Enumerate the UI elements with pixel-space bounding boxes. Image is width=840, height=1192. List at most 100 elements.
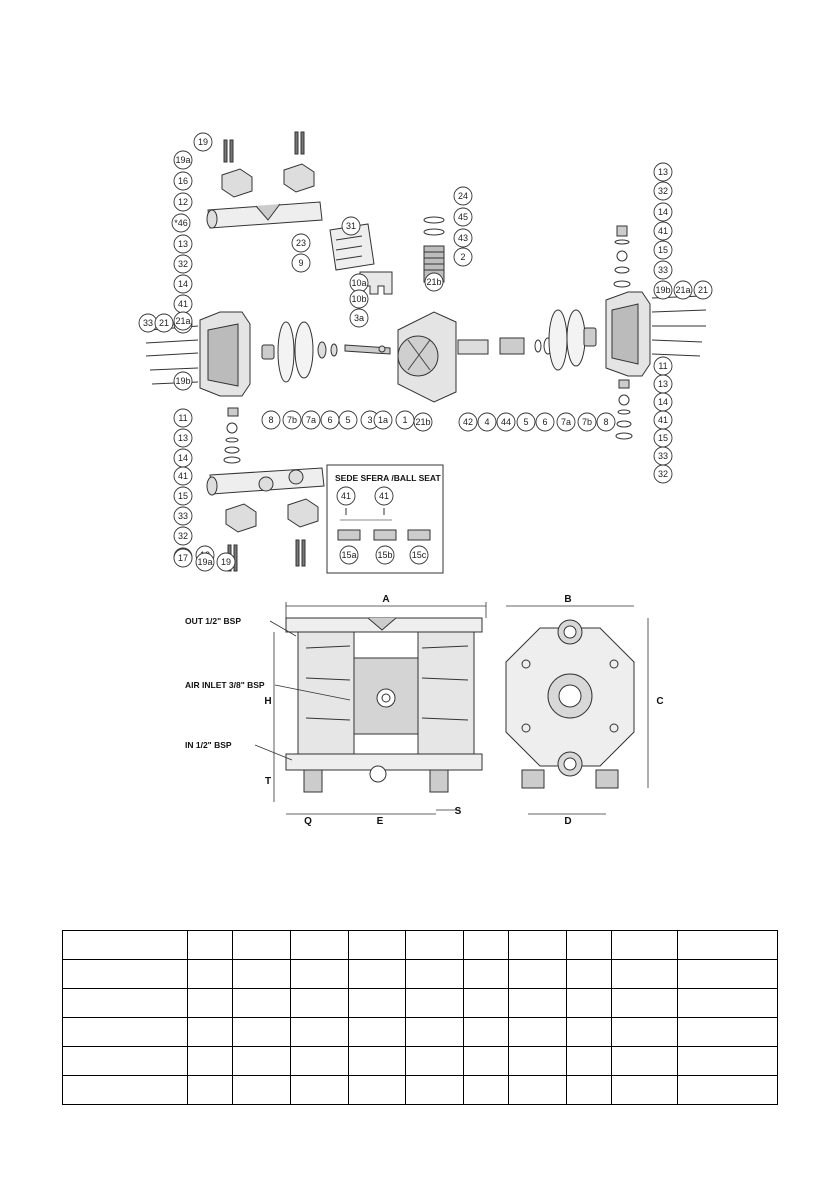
part-bubble: 21b [424,272,444,292]
ball-seat-bubble: 15b [375,545,395,565]
part-number-label: 7a [561,417,571,427]
part-number-label: 33 [143,318,153,328]
part-number-label: *46 [174,218,188,228]
part-bubble: 1a [373,410,393,430]
part-bubble: 19a [195,552,215,572]
part-bubble: 14 [653,392,673,412]
part-number-label: 15 [658,433,668,443]
table-cell [463,988,510,1018]
part-bubble: 7b [577,412,597,432]
table-cell [463,959,510,989]
part-number-label: 8 [603,417,608,427]
part-number-label: 1 [402,415,407,425]
table-cell [347,988,407,1018]
table-cell [62,988,188,1018]
part-number-label: 7b [287,415,297,425]
part-number-label: 3 [367,415,372,425]
part-number-label: 41 [178,471,188,481]
table-cell [677,1017,778,1047]
table-cell [186,1046,234,1076]
part-number-label: 13 [178,239,188,249]
table-cell [405,1046,465,1076]
table-cell [565,1046,613,1076]
part-bubble: 19 [216,552,236,572]
table-cell [611,1046,679,1076]
table-cell [347,930,407,960]
part-bubble: 33 [653,446,673,466]
part-bubble: 14 [653,202,673,222]
table-row [62,930,778,960]
part-bubble: 32 [173,526,193,546]
part-number-label: 2 [460,252,465,262]
dimension-drawing: OUT 1/2" BSP AIR INLET 3/8" BSP IN 1/2" BS… [185,594,664,827]
table-cell [62,959,188,989]
part-number-label: 15 [178,491,188,501]
table-cell [186,959,234,989]
part-bubble: 5 [338,410,358,430]
part-bubble: 42 [458,412,478,432]
part-number-label: 21 [159,318,169,328]
part-bubble: 16 [173,171,193,191]
table-cell [677,930,778,960]
table-cell [611,1075,679,1105]
part-number-label: 11 [658,361,667,371]
part-number-bubbles: 1919a1612*461332144115332121a19b11131441… [138,132,713,572]
part-number-label: 9 [298,258,303,268]
part-bubble: 13 [653,374,673,394]
part-bubble: 21a [173,311,193,331]
table-cell [565,988,613,1018]
part-bubble: 32 [173,254,193,274]
part-number-label: 3a [354,313,364,323]
part-bubble: 7b [282,410,302,430]
part-bubble: 8 [596,412,616,432]
part-number-label: 10a [351,278,366,288]
table-cell [508,988,567,1018]
table-cell [611,988,679,1018]
ball-seat-label: 15b [377,550,392,560]
side-dimension-lines [506,605,649,815]
table-cell [232,1017,291,1047]
table-cell [186,988,234,1018]
part-number-label: 15 [658,245,668,255]
table-cell [405,1017,465,1047]
table-cell [232,1075,291,1105]
port-air-inlet-label: AIR INLET 3/8" BSP [185,680,265,690]
part-number-label: 13 [658,379,668,389]
part-number-label: 4 [484,417,489,427]
part-bubble: 4 [477,412,497,432]
front-view [285,617,483,793]
ball-seat-bubble: 15a [339,545,359,565]
part-number-label: 19a [175,155,190,165]
table-cell [508,930,567,960]
part-number-label: 45 [458,212,468,222]
front-dimension-lines [273,602,487,815]
ball-seat-label: 15c [412,550,427,560]
ball-seat-label: 41 [379,491,389,501]
part-number-label: 11 [178,413,187,423]
ball-seat-title: SEDE SFERA /BALL SEAT [335,473,441,483]
part-bubble: 15 [653,428,673,448]
part-number-label: 21b [426,277,441,287]
dimension-table [62,930,778,1105]
part-number-label: 33 [658,265,668,275]
table-cell [565,930,613,960]
port-inlet-label: IN 1/2" BSP [185,740,232,750]
dimension-letter-C: C [656,696,663,707]
part-number-label: 41 [178,299,188,309]
table-cell [565,1075,613,1105]
part-bubble: 10a [349,273,369,293]
part-bubble: 31 [341,216,361,236]
part-bubble: 7a [556,412,576,432]
table-cell [232,988,291,1018]
table-cell [405,959,465,989]
part-number-label: 7b [582,417,592,427]
port-outlet-label: OUT 1/2" BSP [185,616,241,626]
part-number-label: 19b [175,376,190,386]
part-number-label: 19 [221,557,231,567]
table-cell [565,959,613,989]
dimension-letter-Q: Q [304,816,312,827]
table-cell [677,1046,778,1076]
ball-seat-label: 41 [341,491,351,501]
part-bubble: 7a [301,410,321,430]
table-cell [611,959,679,989]
